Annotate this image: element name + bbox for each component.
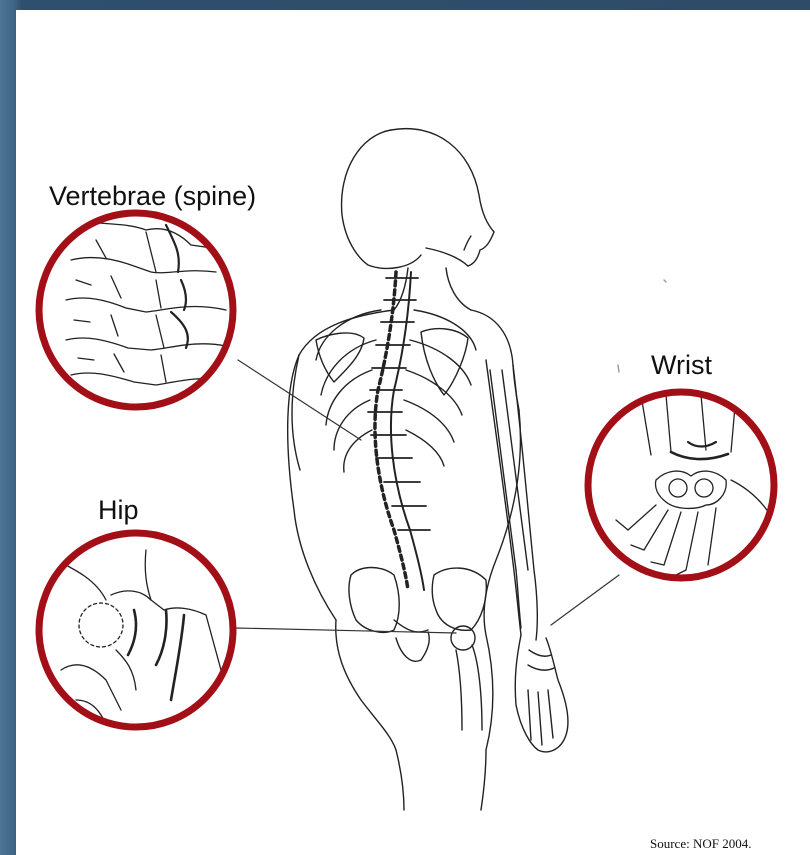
spine-inset [39, 213, 233, 407]
hip-label: Hip [98, 495, 139, 525]
figure-panel: Vertebrae (spine) Wrist Hip Source: NOF … [16, 10, 810, 855]
spine-label: Vertebrae (spine) [49, 181, 256, 211]
figure-illustration [288, 129, 568, 810]
osteoporosis-fracture-diagram [16, 10, 810, 855]
wrist-inset [588, 392, 776, 578]
hip-inset [39, 533, 233, 730]
callout-lines [236, 360, 619, 633]
source-caption: Source: NOF 2004. [650, 836, 751, 852]
wrist-label: Wrist [651, 350, 712, 380]
